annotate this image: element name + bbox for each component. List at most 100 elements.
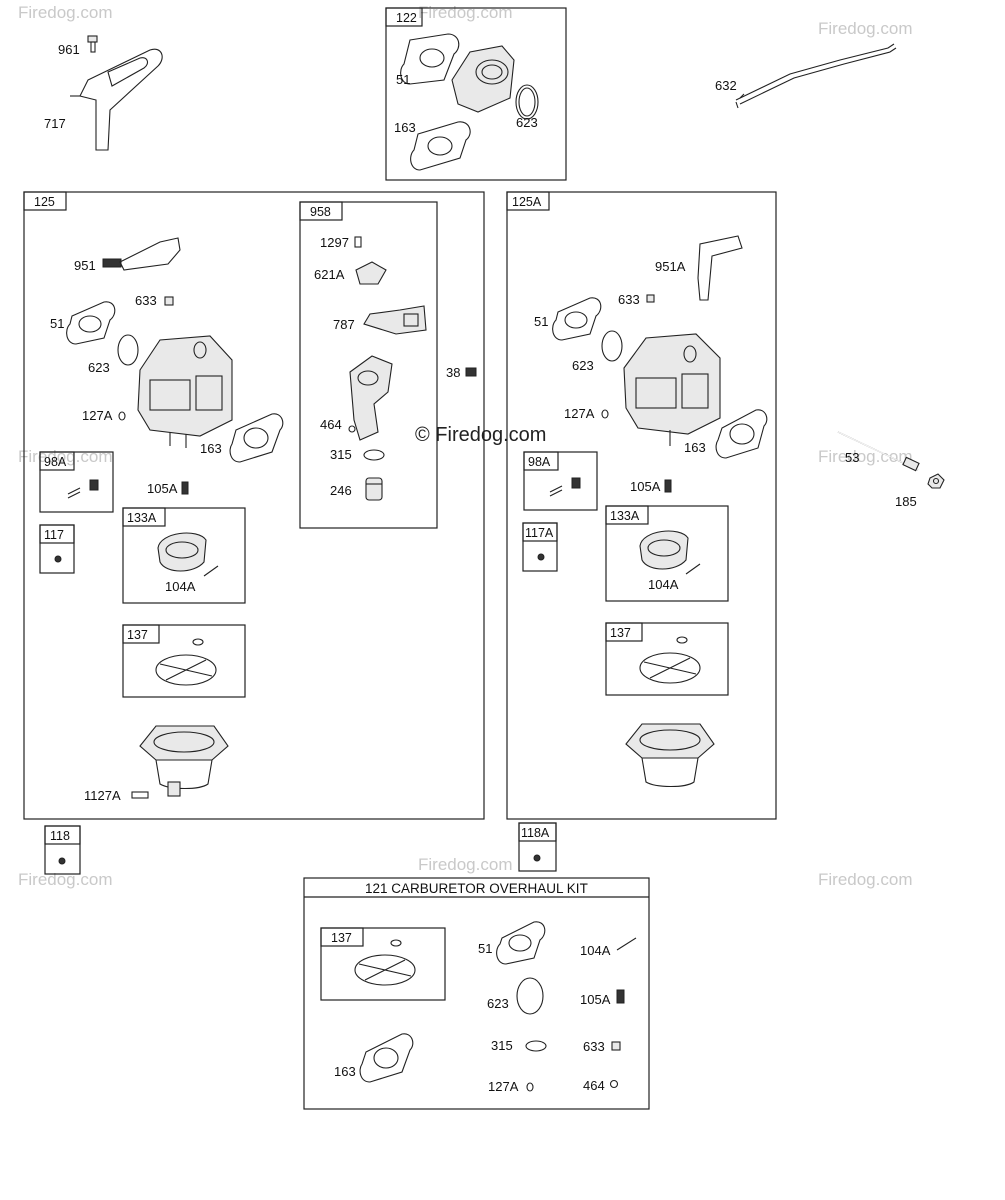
part-105a-screw[interactable]: [181, 481, 189, 495]
part-133a-float-right[interactable]: [639, 530, 689, 570]
part-float-bowl-right[interactable]: [625, 723, 715, 788]
group-label-117: 117: [44, 528, 64, 542]
group-118a: 118A: [518, 822, 557, 872]
part-951a-lever[interactable]: [697, 235, 743, 301]
part-float-bowl-left[interactable]: [139, 725, 229, 790]
part-127a-jet[interactable]: [118, 411, 126, 421]
watermark-text: Firedog.com: [818, 447, 912, 466]
label-623-left: 623: [88, 360, 110, 375]
label-kit-315: 315: [491, 1038, 513, 1053]
part-137-gasket-set-kit[interactable]: [354, 939, 416, 986]
part-51-gasket-right[interactable]: [552, 297, 602, 341]
part-315-o-ring-kit[interactable]: [525, 1040, 547, 1052]
part-carburetor-body-right[interactable]: [623, 333, 721, 446]
group-label-118: 118: [50, 829, 70, 843]
group-958: 958 1297 621A 787 464: [299, 201, 438, 529]
part-117-jet[interactable]: [54, 555, 62, 563]
group-125a: 125A 951A 633 51 623 127A: [506, 191, 777, 820]
label-127a-right: 127A: [564, 406, 595, 421]
part-127a-jet-kit[interactable]: [526, 1082, 534, 1092]
part-717-bracket[interactable]: [70, 48, 163, 151]
part-carburetor-body-left[interactable]: [137, 335, 233, 448]
part-51-gasket-kit[interactable]: [496, 921, 546, 965]
group-label-98a: 98A: [44, 455, 67, 469]
part-632-linkage[interactable]: [735, 43, 897, 109]
part-246-filter[interactable]: [365, 477, 383, 501]
part-133a-float[interactable]: [157, 532, 207, 572]
label-38: 38: [446, 365, 460, 380]
part-38-screw[interactable]: [465, 367, 477, 377]
part-464-washer-kit[interactable]: [609, 1079, 619, 1089]
label-787: 787: [333, 317, 355, 332]
part-623-o-ring-kit[interactable]: [516, 977, 544, 1015]
label-961: 961: [58, 42, 80, 57]
label-623-right: 623: [572, 358, 594, 373]
group-label-133a-right: 133A: [610, 509, 640, 523]
part-315-o-ring[interactable]: [363, 449, 385, 461]
group-label-958: 958: [310, 205, 331, 219]
label-104a-left: 104A: [165, 579, 196, 594]
group-label-122: 122: [396, 11, 417, 25]
group-118: 118: [44, 825, 81, 875]
group-133a-right: 133A 104A: [605, 505, 729, 602]
part-104a-pin-right[interactable]: [685, 563, 701, 575]
part-958-solenoid-assembly[interactable]: [349, 355, 393, 441]
part-118a-jet[interactable]: [533, 854, 541, 862]
part-464-washer[interactable]: [348, 425, 356, 433]
watermark-text: Firedog.com: [18, 870, 112, 889]
part-787-fuel-shutoff[interactable]: [363, 305, 427, 335]
watermark-text: Firedog.com: [818, 870, 912, 889]
part-53-shaft[interactable]: [837, 431, 920, 472]
part-621a-solenoid-bracket[interactable]: [355, 261, 387, 285]
label-kit-163: 163: [334, 1064, 356, 1079]
part-51-gasket-left[interactable]: [66, 301, 116, 345]
part-633-plug[interactable]: [164, 296, 174, 306]
part-98a-screws[interactable]: [67, 479, 99, 499]
part-185-nut[interactable]: [927, 473, 945, 489]
part-98a-screws-right[interactable]: [549, 477, 581, 497]
part-51-gasket[interactable]: [400, 33, 460, 85]
part-961-screw[interactable]: [87, 35, 98, 53]
part-1127a-bowl-screw[interactable]: [131, 781, 181, 799]
part-623-o-ring-right[interactable]: [601, 330, 623, 362]
part-623-o-ring-left[interactable]: [117, 334, 139, 366]
label-53: 53: [845, 450, 859, 465]
group-98a: 98A: [39, 451, 114, 513]
group-137-right: 137: [605, 622, 729, 696]
part-intake-adapter[interactable]: [451, 45, 515, 113]
label-kit-623: 623: [487, 996, 509, 1011]
label-122-623: 623: [516, 115, 538, 130]
group-121-kit: 121 CARBURETOR OVERHAUL KIT 137 51 104A …: [303, 877, 650, 1110]
label-104a-right: 104A: [648, 577, 679, 592]
watermark-text: Firedog.com: [818, 19, 912, 38]
part-951-lever[interactable]: [102, 237, 181, 271]
part-105a-screw-right[interactable]: [664, 479, 672, 493]
part-118-jet[interactable]: [58, 857, 66, 865]
part-104a-pin-kit[interactable]: [616, 937, 637, 951]
part-137-gasket-set[interactable]: [155, 638, 217, 686]
part-163-gasket-left[interactable]: [229, 413, 284, 463]
part-1297-screw[interactable]: [354, 236, 362, 248]
label-315: 315: [330, 447, 352, 462]
part-623-o-ring[interactable]: [515, 84, 539, 120]
part-633-plug-right[interactable]: [646, 294, 655, 303]
label-51-left: 51: [50, 316, 64, 331]
part-117a-jet[interactable]: [537, 553, 545, 561]
part-137-gasket-set-right[interactable]: [639, 636, 701, 684]
part-163-gasket-kit[interactable]: [359, 1033, 414, 1083]
group-label-125: 125: [34, 195, 55, 209]
part-127a-jet-right[interactable]: [601, 409, 609, 419]
label-632: 632: [715, 78, 737, 93]
part-105a-screw-kit[interactable]: [616, 989, 625, 1004]
part-633-plug-kit[interactable]: [611, 1041, 621, 1051]
part-163-gasket-right[interactable]: [715, 409, 768, 459]
group-133a: 133A 104A: [122, 507, 246, 604]
label-163-right: 163: [684, 440, 706, 455]
part-104a-pin[interactable]: [203, 565, 219, 577]
label-633: 633: [135, 293, 157, 308]
part-163-gasket[interactable]: [410, 121, 471, 171]
label-1297: 1297: [320, 235, 349, 250]
group-label-137: 137: [127, 628, 148, 642]
group-label-117a: 117A: [525, 526, 554, 540]
